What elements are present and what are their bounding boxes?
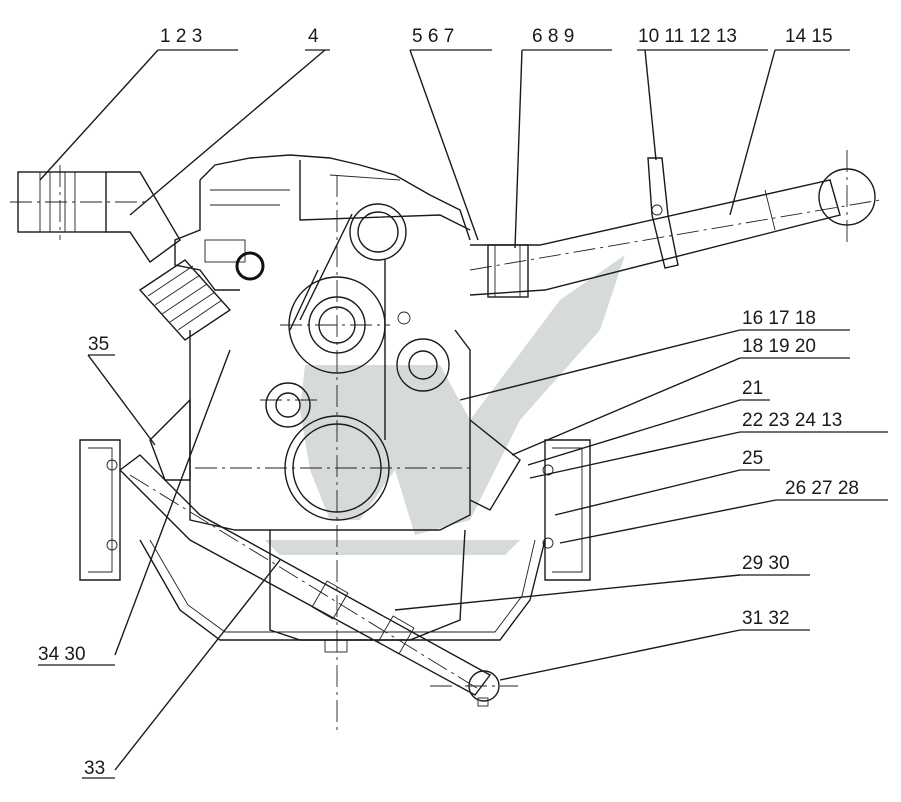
callout-label: 35 xyxy=(88,334,109,355)
callout-label: 6 8 9 xyxy=(532,26,574,47)
idler-pulley xyxy=(265,382,311,428)
hose-clamp-ring xyxy=(235,251,265,281)
callout-label: 29 30 xyxy=(742,553,790,574)
callout-label: 34 30 xyxy=(38,644,86,665)
exhaust-pipe xyxy=(469,150,881,298)
callout-label: 1 2 3 xyxy=(160,26,202,47)
drain-pipe xyxy=(118,454,518,707)
callout-label: 26 27 28 xyxy=(785,478,859,499)
callout-label: 5 6 7 xyxy=(412,26,454,47)
callout-label: 25 xyxy=(742,448,763,469)
callout-labels: 1 2 3 4 5 6 7 6 8 9 10 11 12 13 14 15 16… xyxy=(38,26,859,779)
callout-label: 16 17 18 xyxy=(742,308,816,329)
callout-label: 33 xyxy=(84,758,105,779)
alternator-pulley xyxy=(396,338,450,392)
right-engine-mount xyxy=(469,419,591,581)
callout-label: 22 23 24 13 xyxy=(742,410,842,431)
belt xyxy=(289,213,386,440)
pipe-support-bracket xyxy=(647,157,679,269)
callout-label: 18 19 20 xyxy=(742,336,816,357)
leader-lines xyxy=(38,49,888,779)
callout-label: 4 xyxy=(308,26,319,47)
bolt-icon xyxy=(397,311,411,325)
upper-pulley xyxy=(349,203,407,261)
callout-label: 10 11 12 13 xyxy=(638,26,737,47)
intake-pipe xyxy=(10,165,181,263)
air-filter xyxy=(138,259,232,341)
mounting-frame xyxy=(139,539,546,641)
callout-label: 14 15 xyxy=(785,26,833,47)
crank-pulley xyxy=(284,415,390,521)
watermark-logo xyxy=(265,255,625,555)
callout-label: 31 32 xyxy=(742,608,790,629)
callout-label: 21 xyxy=(742,378,763,399)
left-engine-mount xyxy=(79,398,191,581)
